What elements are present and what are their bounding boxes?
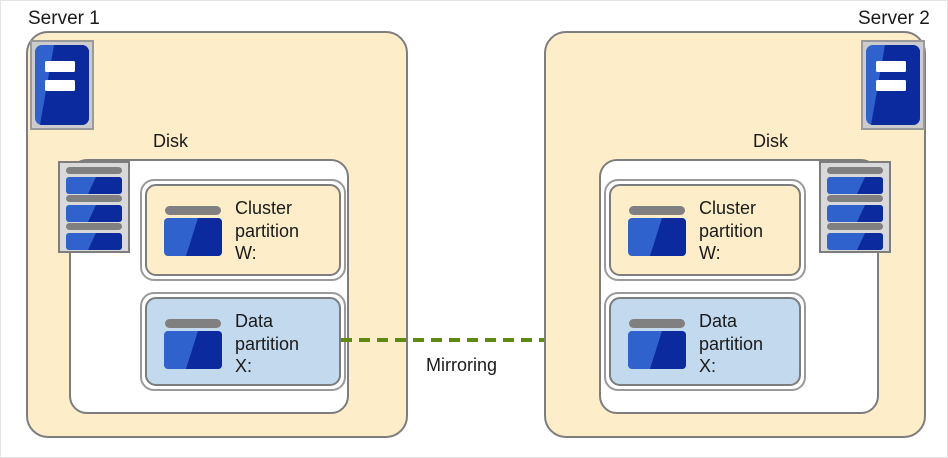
disk-array-icon <box>819 161 891 253</box>
drive-icon <box>628 319 688 371</box>
data-partition-left[interactable]: Data partition X: <box>140 292 346 391</box>
partition-line-3: X: <box>699 356 717 377</box>
data-partition-right-text: Data partition X: <box>699 310 763 378</box>
partition-line-3: X: <box>235 356 253 377</box>
partition-line-2: partition <box>235 220 300 241</box>
server-2-label: Server 2 <box>858 8 930 29</box>
data-partition-right[interactable]: Data partition X: <box>604 292 806 391</box>
partition-line-1: Data <box>699 311 738 331</box>
cluster-partition-right[interactable]: Cluster partition W: <box>604 179 806 281</box>
disk-label-left: Disk <box>153 131 188 151</box>
partition-line-2: partition <box>235 333 300 354</box>
disk-label-right: Disk <box>753 131 788 151</box>
drive-icon <box>164 206 224 258</box>
partition-line-3: W: <box>699 243 721 264</box>
disk-array-icon <box>58 161 130 253</box>
server-1-label: Server 1 <box>28 8 100 29</box>
partition-line-1: Cluster <box>699 198 757 218</box>
drive-icon <box>628 206 688 258</box>
mirroring-label: Mirroring <box>426 355 498 375</box>
server-tower-icon <box>861 40 925 130</box>
data-partition-left-text: Data partition X: <box>235 310 299 378</box>
cluster-partition-left[interactable]: Cluster partition W: <box>140 179 346 281</box>
cluster-partition-right-text: Cluster partition W: <box>699 197 763 265</box>
partition-line-1: Cluster <box>235 198 293 218</box>
server-tower-icon <box>30 40 94 130</box>
cluster-partition-left-text: Cluster partition W: <box>235 197 299 265</box>
partition-line-1: Data <box>235 311 274 331</box>
partition-line-2: partition <box>699 220 764 241</box>
partition-line-3: W: <box>235 243 257 264</box>
drive-icon <box>164 319 224 371</box>
partition-line-2: partition <box>699 333 764 354</box>
